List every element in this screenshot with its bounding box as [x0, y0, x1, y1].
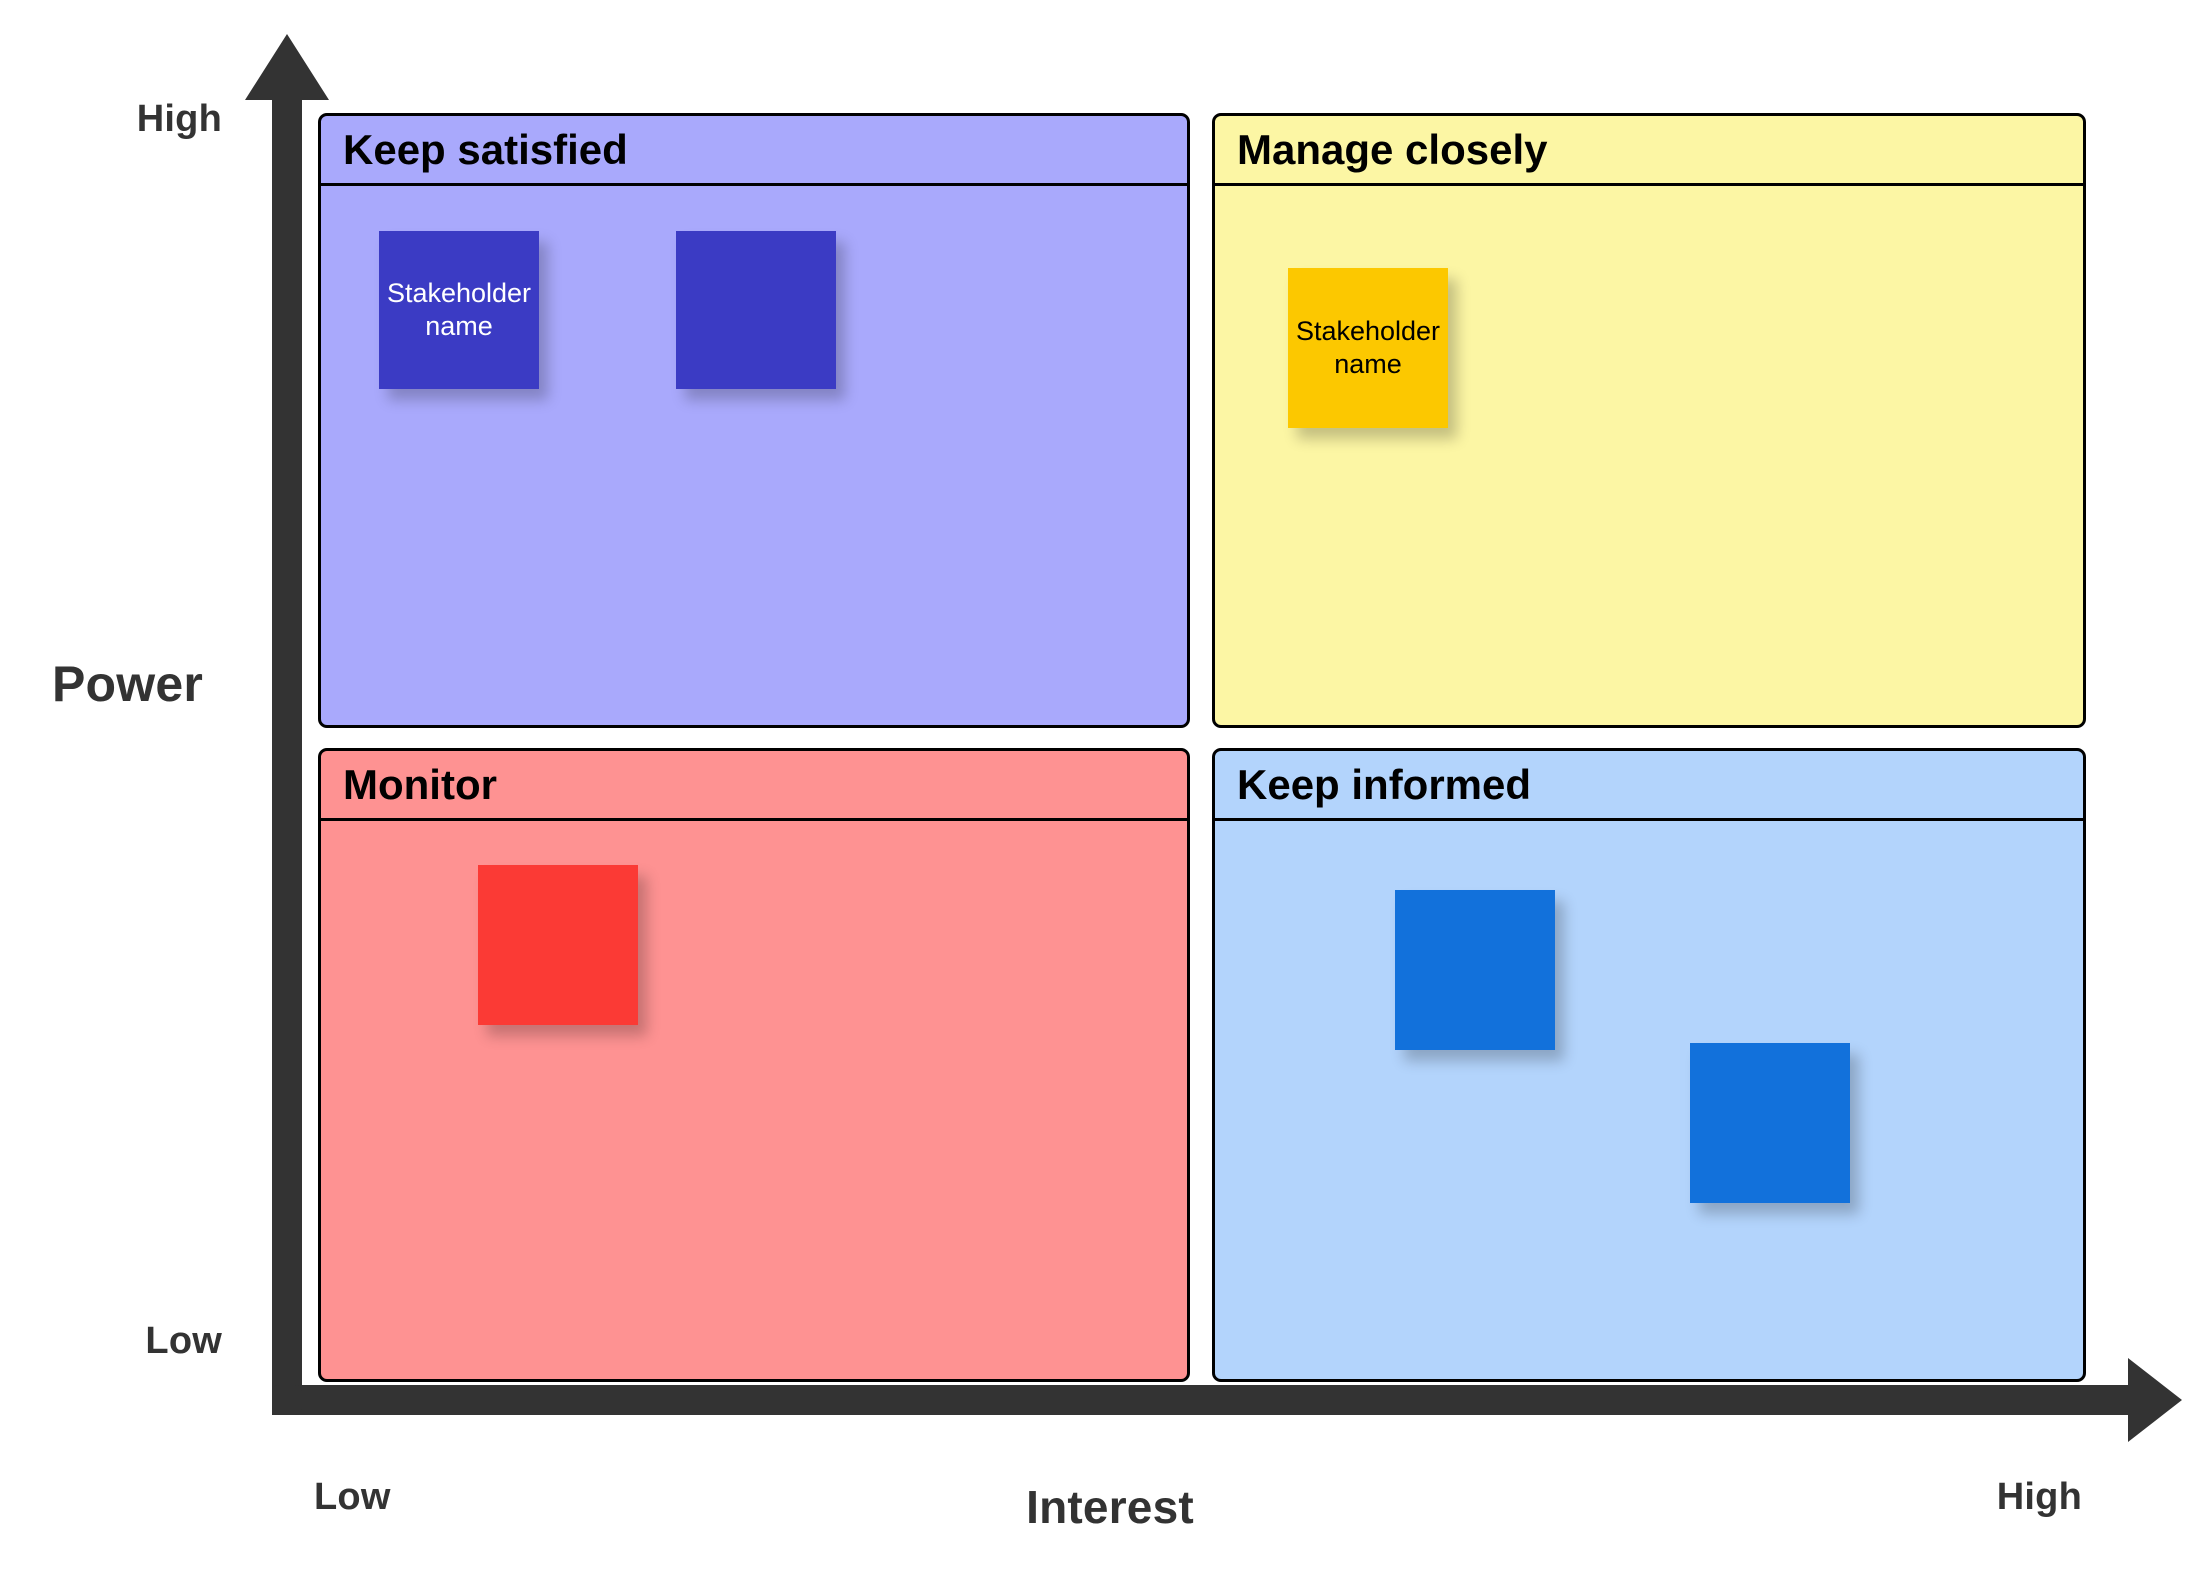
sticky-note[interactable] [676, 231, 836, 389]
sticky-note[interactable] [1395, 890, 1555, 1050]
quadrant-body-keep-informed [1215, 821, 2083, 1379]
sticky-note-label: Stakeholder name [1295, 315, 1441, 379]
quadrant-header-keep-satisfied: Keep satisfied [321, 116, 1187, 186]
quadrant-body-manage-closely: Stakeholder name [1215, 186, 2083, 725]
sticky-note[interactable]: Stakeholder name [1288, 268, 1448, 428]
x-axis-high-label: High [1996, 1476, 2082, 1518]
quadrant-header-keep-informed: Keep informed [1215, 751, 2083, 821]
quadrant-body-monitor [321, 821, 1187, 1379]
quadrant-keep-satisfied[interactable]: Keep satisfied Stakeholder name [318, 113, 1190, 728]
quadrant-monitor[interactable]: Monitor [318, 748, 1190, 1382]
quadrant-title-keep-informed: Keep informed [1237, 760, 1532, 808]
quadrant-keep-informed[interactable]: Keep informed [1212, 748, 2086, 1382]
quadrant-header-manage-closely: Manage closely [1215, 116, 2083, 186]
y-axis-high-label: High [136, 98, 222, 140]
quadrant-title-monitor: Monitor [343, 760, 497, 808]
quadrant-manage-closely[interactable]: Manage closely Stakeholder name [1212, 113, 2086, 728]
power-axis-arrow [245, 34, 329, 1415]
sticky-note[interactable] [478, 865, 638, 1025]
y-axis-low-label: Low [145, 1320, 222, 1362]
y-axis-title: Power [52, 656, 204, 712]
quadrant-body-keep-satisfied: Stakeholder name [321, 186, 1187, 725]
x-axis-low-label: Low [314, 1476, 391, 1518]
x-axis-title: Interest [1026, 1481, 1194, 1533]
quadrant-title-manage-closely: Manage closely [1237, 125, 1548, 173]
quadrant-title-keep-satisfied: Keep satisfied [343, 125, 628, 173]
sticky-note[interactable]: Stakeholder name [379, 231, 539, 389]
quadrant-header-monitor: Monitor [321, 751, 1187, 821]
sticky-note-label: Stakeholder name [386, 277, 532, 341]
sticky-note[interactable] [1690, 1043, 1850, 1203]
